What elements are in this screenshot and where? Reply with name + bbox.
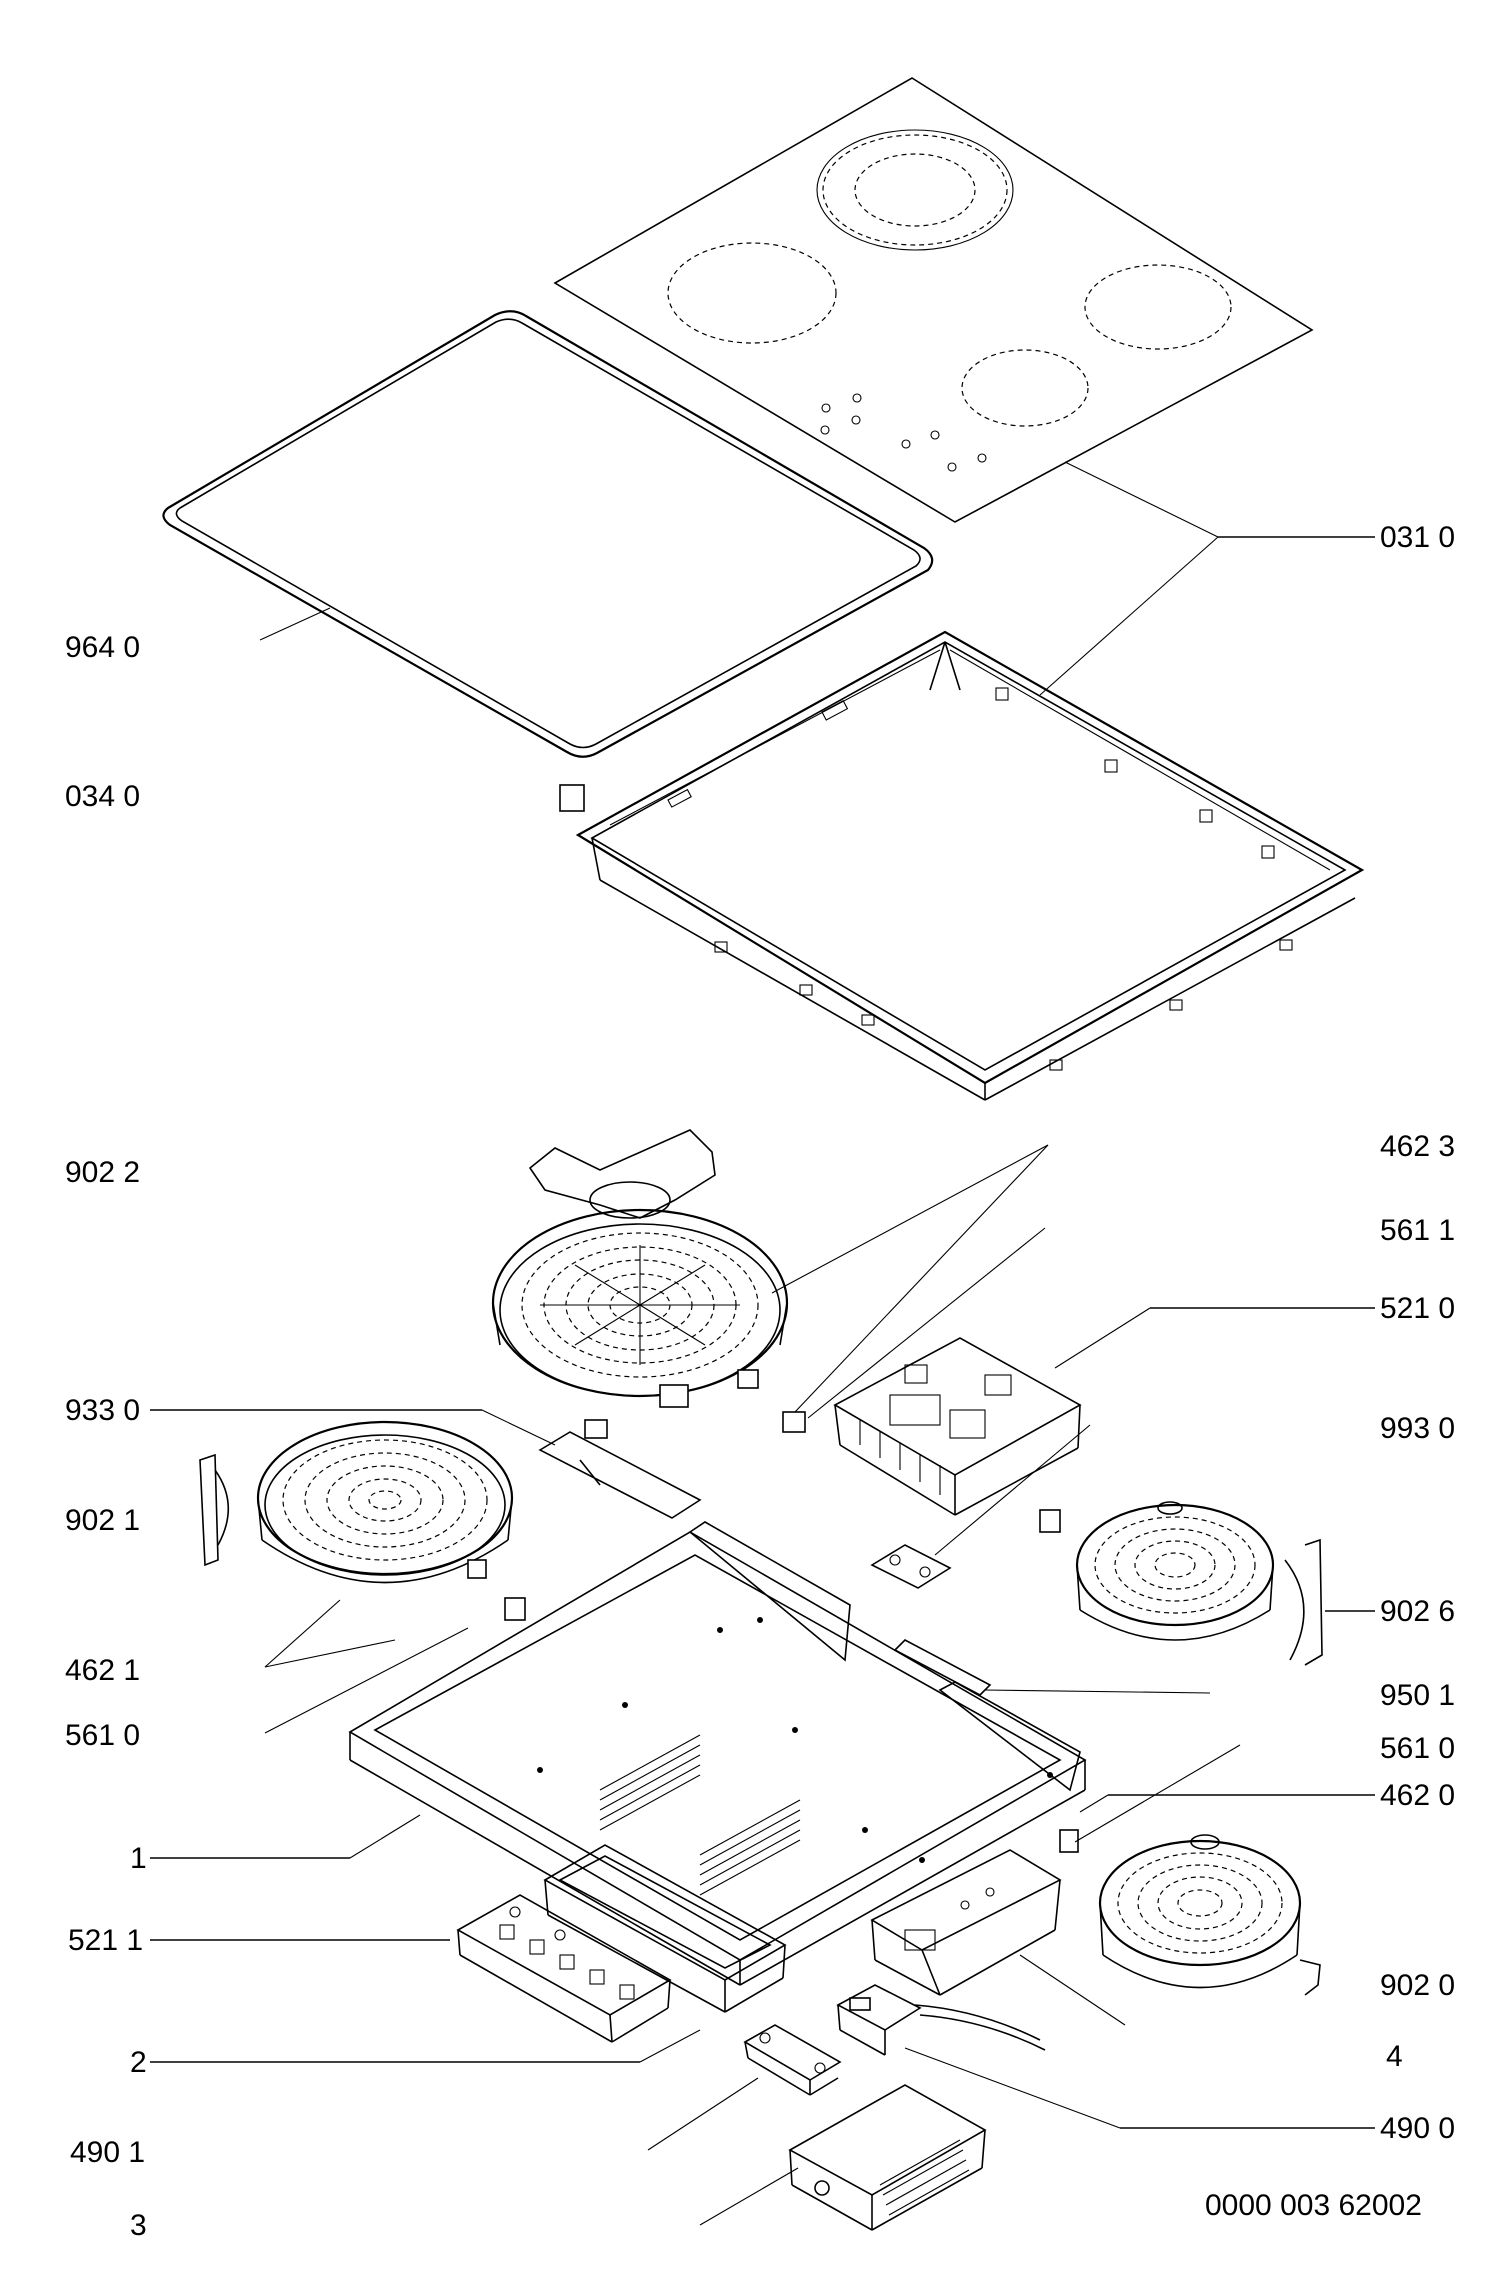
label-521-1: 521 1: [68, 1924, 143, 1957]
mains-connector: [836, 1984, 1046, 2056]
leader-lines: [150, 461, 1375, 2226]
label-902-6: 902 6: [1380, 1595, 1455, 1628]
power-module-housing: [870, 1849, 1062, 1996]
label-561-0-right: 561 0: [1380, 1732, 1455, 1765]
label-3: 3: [130, 2209, 147, 2242]
control-knob-part: [870, 1544, 952, 1589]
label-964-0: 964 0: [65, 631, 140, 664]
control-module: [782, 1337, 1082, 1516]
label-1: 1: [130, 1842, 147, 1875]
glass-ceramic-top: [553, 77, 1314, 523]
cable-clamp: [743, 2024, 842, 2096]
heating-element-left: [199, 1420, 526, 1621]
label-902-1: 902 1: [65, 1504, 140, 1537]
label-561-0-left: 561 0: [65, 1719, 140, 1752]
label-902-0: 902 0: [1380, 1969, 1455, 2002]
label-490-0: 490 0: [1380, 2112, 1455, 2145]
cable-box: [788, 2084, 987, 2231]
label-4: 4: [1386, 2040, 1403, 2073]
label-561-1: 561 1: [1380, 1214, 1455, 1247]
terminal-housing: [543, 1844, 787, 2013]
gasket-frame: [162, 310, 934, 758]
label-2: 2: [130, 2046, 147, 2079]
control-board: [456, 1894, 672, 2043]
label-462-1: 462 1: [65, 1654, 140, 1687]
temperature-limiter: [538, 1419, 702, 1519]
cooktop-frame: [559, 630, 1365, 1101]
label-034-0: 034 0: [65, 780, 140, 813]
label-462-0: 462 0: [1380, 1779, 1455, 1812]
cover-strip: [893, 1639, 992, 1696]
label-950-1: 950 1: [1380, 1679, 1455, 1712]
label-933-0: 933 0: [65, 1394, 140, 1427]
heating-element-large: [491, 1129, 789, 1408]
label-462-3: 462 3: [1380, 1130, 1455, 1163]
label-521-0: 521 0: [1380, 1292, 1455, 1325]
heating-element-front-right: [1059, 1829, 1321, 1996]
document-number: 0000 003 62002: [1205, 2189, 1422, 2222]
label-902-2: 902 2: [65, 1156, 140, 1189]
part-labels: 031 0 964 0 034 0 902 2 462 3 561 1 521 …: [65, 521, 1455, 2242]
label-993-0: 993 0: [1380, 1412, 1455, 1445]
label-031-0: 031 0: [1380, 521, 1455, 554]
base-tray: [348, 1521, 1087, 1986]
heating-element-right: [1039, 1501, 1323, 1666]
label-490-1: 490 1: [70, 2136, 145, 2169]
